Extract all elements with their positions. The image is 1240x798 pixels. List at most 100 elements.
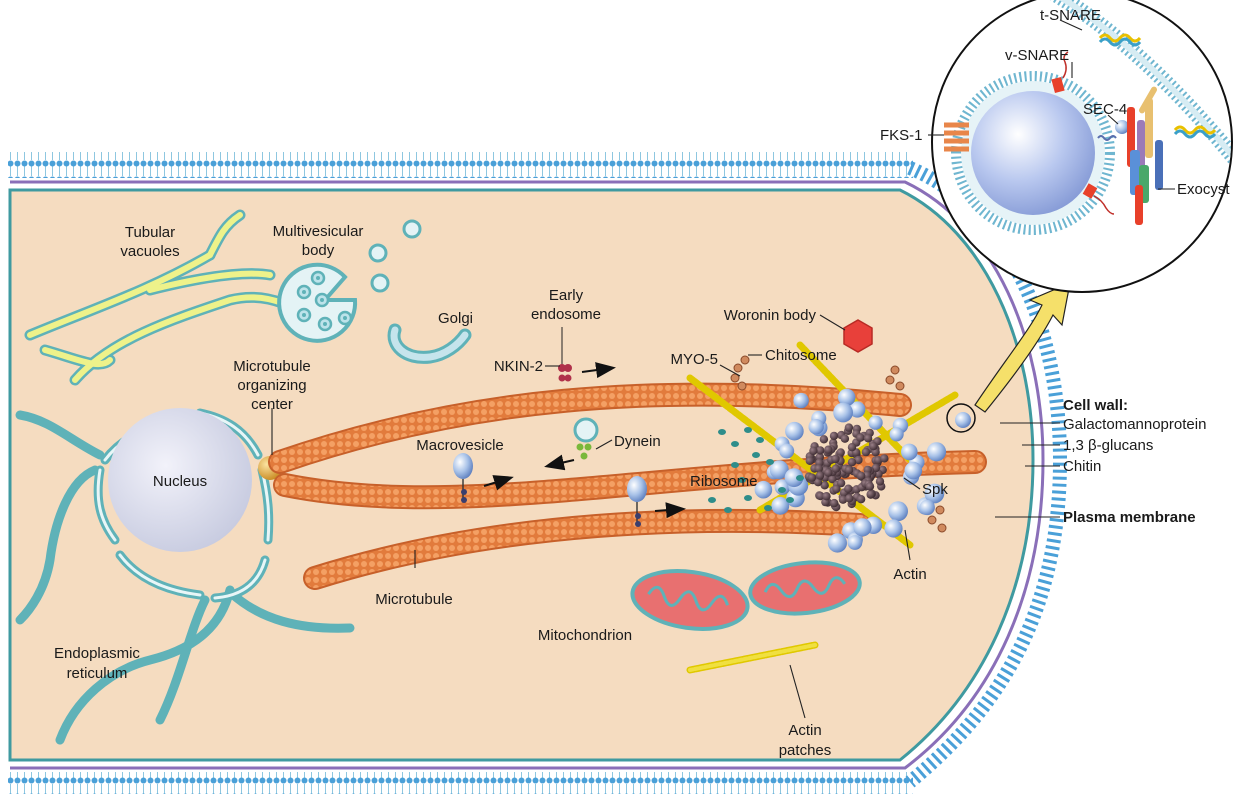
sec4 (1097, 120, 1129, 141)
dynein-motor (576, 443, 592, 460)
multivesicular-body (277, 262, 358, 343)
spk-microvesicle (814, 464, 823, 473)
label-nkin2: NKIN-2 (494, 358, 543, 375)
label-galactomannoprotein: Galactomannoprotein (1063, 416, 1206, 433)
tip-vesicle (955, 412, 971, 428)
spk-microvesicle (869, 442, 878, 451)
ribosome (764, 505, 772, 511)
spk-microvesicle (816, 446, 825, 455)
ribosome (756, 437, 764, 443)
cell-wall (8, 152, 1068, 794)
woronin-body (843, 319, 873, 353)
label-er-1: Endoplasmic (54, 645, 140, 662)
spk-vesicle (888, 501, 908, 522)
spk-microvesicle (819, 435, 829, 444)
ribosome (766, 459, 774, 465)
spk-vesicle (784, 468, 804, 488)
small-endosome-vesicles (368, 219, 422, 293)
spk-microvesicle (836, 448, 845, 457)
spk-microvesicle (813, 478, 823, 487)
callout-arrow (974, 282, 1071, 413)
label-chitin: Chitin (1063, 458, 1101, 475)
label-mitochondrion: Mitochondrion (538, 627, 632, 644)
spk-vesicle (827, 533, 848, 553)
spk-microvesicle (820, 481, 829, 490)
spk-microvesicle (856, 433, 865, 442)
label-nucleus: Nucleus (153, 473, 207, 490)
label-woronin-body: Woronin body (724, 307, 817, 324)
label-exocyst: Exocyst (1177, 181, 1230, 198)
spk-microvesicle (847, 458, 857, 467)
myo5-chitosome (730, 355, 947, 533)
spk-vesicle (771, 496, 790, 515)
spk-microvesicle (824, 468, 833, 477)
label-v-snare: v-SNARE (1005, 47, 1069, 64)
spk-microvesicle (854, 455, 863, 465)
spk-microvesicle (844, 465, 854, 475)
spk-microvesicle (838, 495, 848, 504)
spk-microvesicle (829, 431, 839, 441)
ribosome (796, 475, 804, 481)
spk-vesicle (793, 392, 809, 409)
spk-vesicle (853, 518, 872, 537)
spk-vesicle (926, 442, 947, 462)
spk-vesicle (808, 419, 824, 435)
spk-vesicle (838, 388, 856, 407)
spk-vesicle (868, 415, 883, 430)
ribosomes (708, 427, 804, 513)
spk-vesicle (889, 427, 904, 442)
label-mtoc-3: center (251, 396, 293, 413)
early-endosome (561, 327, 599, 443)
exocytosis-inset (931, 0, 1233, 293)
spk-microvesicle (844, 423, 854, 432)
mitochondrion (630, 560, 862, 631)
spitzenkorper (754, 388, 947, 553)
label-actin: Actin (893, 566, 926, 583)
exocyst-complex (1127, 86, 1163, 225)
spk-microvesicle (832, 484, 841, 494)
label-mtoc-2: organizing (237, 377, 306, 394)
spk-microvesicle (824, 445, 833, 454)
spk-microvesicle (809, 446, 818, 456)
spk-microvesicle (847, 443, 857, 452)
label-dynein: Dynein (614, 433, 661, 450)
label-glucans: 1,3 β-glucans (1063, 437, 1153, 454)
ribosome (744, 495, 752, 501)
ribosome (744, 427, 752, 433)
spk-microvesicle (866, 489, 875, 499)
spk-vesicle (901, 443, 918, 461)
actin-patches (688, 643, 817, 672)
ribosome (738, 477, 746, 483)
movement-arrows (483, 362, 686, 519)
label-tubular-vacuoles-2: vacuoles (120, 243, 179, 260)
label-golgi: Golgi (438, 310, 473, 327)
spk-microvesicle (807, 473, 817, 482)
spk-microvesicle (845, 494, 854, 503)
label-actin-patches-1: Actin (788, 722, 821, 739)
spk-vesicle (904, 461, 923, 480)
spk-vesicle (779, 443, 795, 459)
spk-vesicle (769, 460, 789, 480)
spk-microvesicle (831, 464, 840, 473)
ribosome (731, 441, 739, 447)
labels: Tubular vacuoles Multivesicular body Gol… (54, 7, 1230, 759)
spk-vesicle (884, 519, 903, 538)
label-t-snare: t-SNARE (1040, 7, 1101, 24)
label-chitosome: Chitosome (765, 347, 837, 364)
ribosome (724, 507, 732, 513)
spk-microvesicle (865, 482, 875, 491)
spk-microvesicle (840, 434, 850, 443)
label-spk: Spk (922, 481, 948, 498)
spk-microvesicle (856, 495, 866, 504)
spk-microvesicle (844, 484, 853, 493)
spk-microvesicle (815, 471, 825, 480)
spk-microvesicle (863, 434, 873, 443)
v-snare (1051, 51, 1115, 215)
spk-microvesicle (822, 492, 831, 501)
label-actin-patches-2: patches (779, 742, 832, 759)
ribosome (718, 429, 726, 435)
spk-vesicle (919, 499, 935, 516)
label-tubular-vacuoles-1: Tubular (125, 224, 175, 241)
label-macrovesicle: Macrovesicle (416, 437, 504, 454)
